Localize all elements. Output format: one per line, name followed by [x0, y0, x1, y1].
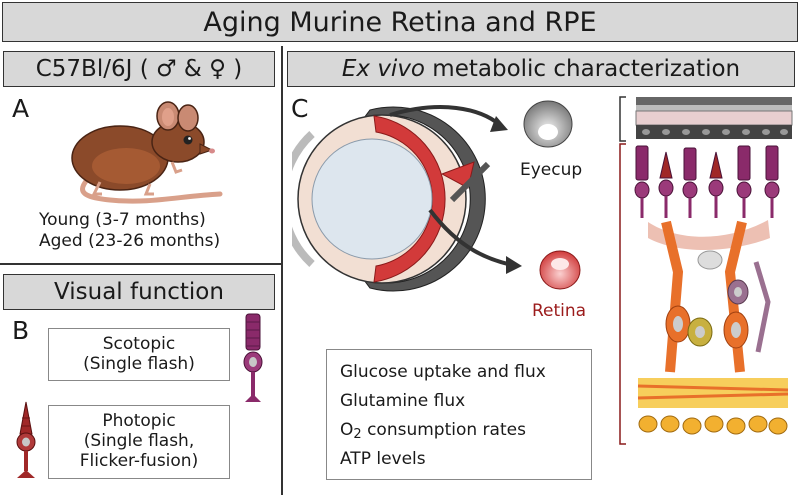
- group-aged: Aged (23-26 months): [39, 231, 221, 251]
- scotopic-detail: (Single flash): [83, 354, 195, 374]
- strain-header-label: C57Bl/6J ( ♂ & ♀ ): [35, 56, 243, 82]
- panel-letter-c: C: [291, 94, 309, 123]
- strain-header: C57Bl/6J ( ♂ & ♀ ): [3, 51, 275, 87]
- assay-atp: ATP levels: [340, 449, 426, 469]
- o2-symbol: O: [340, 420, 354, 440]
- o2-subscript: 2: [353, 427, 362, 442]
- photopic-detail: (Single flash,: [83, 431, 195, 451]
- rod-photoreceptor-icon: [243, 313, 263, 402]
- panel-divider: [281, 46, 283, 495]
- assay-glucose: Glucose uptake and flux: [340, 362, 546, 382]
- dissection-arrows: [389, 105, 522, 274]
- tissue-retina: Retina: [532, 301, 587, 321]
- photopic-detail-2: Flicker-fusion): [79, 451, 199, 471]
- mouse-illustration: [71, 101, 223, 204]
- photopic-box: Photopic (Single flash, Flicker-fusion): [48, 405, 230, 479]
- tissue-eyecup: Eyecup: [520, 160, 583, 180]
- retina-schematic: [619, 143, 789, 445]
- assay-o2-label: consumption rates: [367, 420, 526, 440]
- panel-letter-a: A: [12, 94, 30, 123]
- title-banner: Aging Murine Retina and RPE: [2, 2, 798, 42]
- eyecup-icon: [523, 100, 573, 148]
- panel-a-divider: [0, 263, 281, 265]
- eye-diagram: [292, 106, 491, 292]
- metabolic-header: Ex vivo metabolic characterization: [287, 51, 795, 87]
- assay-o2: O2 consumption rates: [340, 420, 526, 442]
- group-young: Young (3-7 months): [39, 210, 206, 230]
- assay-list-box: [326, 349, 592, 480]
- panel-letter-b: B: [12, 316, 30, 345]
- photopic-label: Photopic: [102, 411, 176, 431]
- visual-header: Visual function: [3, 274, 275, 310]
- retina-cup-icon: [539, 250, 581, 290]
- figure-title: Aging Murine Retina and RPE: [203, 6, 597, 38]
- scotopic-label: Scotopic: [102, 334, 176, 354]
- metabolic-header-italic: Ex vivo: [341, 56, 425, 82]
- metabolic-header-text: metabolic characterization: [425, 56, 741, 82]
- visual-header-label: Visual function: [54, 279, 224, 305]
- rpe-schematic: [619, 96, 793, 142]
- assay-glutamine: Glutamine flux: [340, 391, 466, 411]
- cone-photoreceptor-icon: [16, 401, 36, 478]
- scotopic-box: Scotopic (Single flash): [48, 328, 230, 381]
